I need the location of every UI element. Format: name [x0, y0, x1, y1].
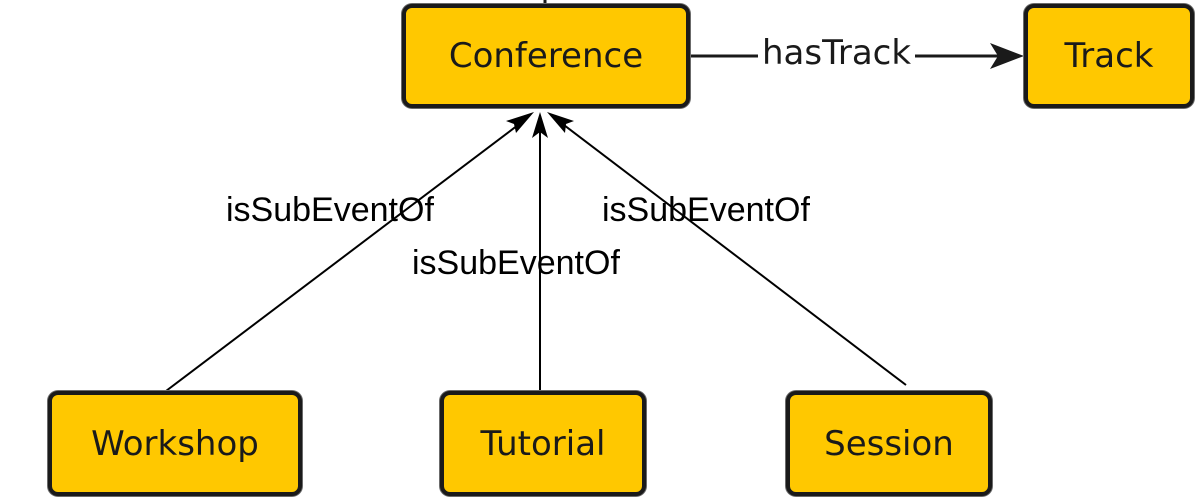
node-workshop-label: Workshop: [91, 423, 259, 464]
node-session-label: Session: [824, 423, 954, 464]
tutorial-sub-arrowhead: [532, 112, 548, 138]
node-track-label: Track: [1064, 36, 1154, 76]
has-track-arrowhead: [990, 43, 1024, 69]
node-track: Track: [1024, 4, 1194, 108]
node-conference-label: Conference: [448, 36, 644, 76]
node-tutorial: Tutorial: [440, 391, 646, 496]
workshop-sub-label: isSubEventOf: [226, 191, 434, 229]
node-session: Session: [786, 391, 992, 496]
has-track-label: hasTrack: [758, 36, 916, 70]
workshop-sub-edge-line: [165, 121, 523, 392]
session-sub-label: isSubEventOf: [602, 191, 810, 229]
workshop-sub-arrowhead: [506, 112, 534, 133]
node-tutorial-label: Tutorial: [480, 423, 606, 464]
tutorial-sub-label: isSubEventOf: [412, 244, 620, 282]
session-sub-edge-line: [559, 121, 907, 386]
node-workshop: Workshop: [48, 391, 302, 496]
session-sub-arrowhead: [547, 112, 574, 133]
node-conference: Conference: [402, 4, 690, 108]
